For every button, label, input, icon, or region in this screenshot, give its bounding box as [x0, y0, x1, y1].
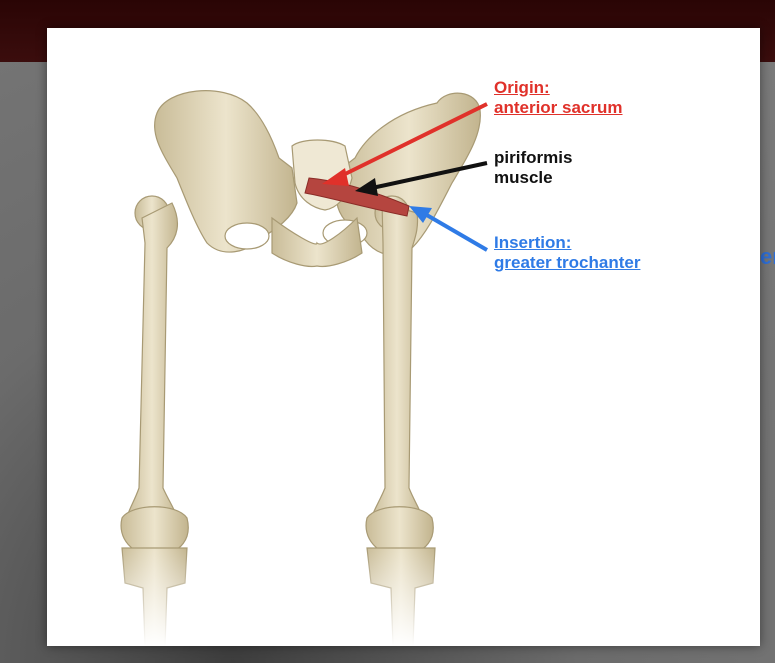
- insertion-label-detail: greater trochanter: [494, 253, 640, 273]
- origin-label: Origin: anterior sacrum: [494, 78, 623, 118]
- muscle-label-line1: piriformis: [494, 148, 572, 168]
- background-text-fragment: er: [760, 244, 775, 270]
- muscle-label: piriformis muscle: [494, 148, 572, 188]
- muscle-label-line2: muscle: [494, 168, 572, 188]
- insertion-label: Insertion: greater trochanter: [494, 233, 640, 273]
- origin-label-detail: anterior sacrum: [494, 98, 623, 118]
- origin-label-title: Origin:: [494, 78, 623, 98]
- pelvis-femur-illustration: [47, 28, 760, 646]
- insertion-label-title: Insertion:: [494, 233, 640, 253]
